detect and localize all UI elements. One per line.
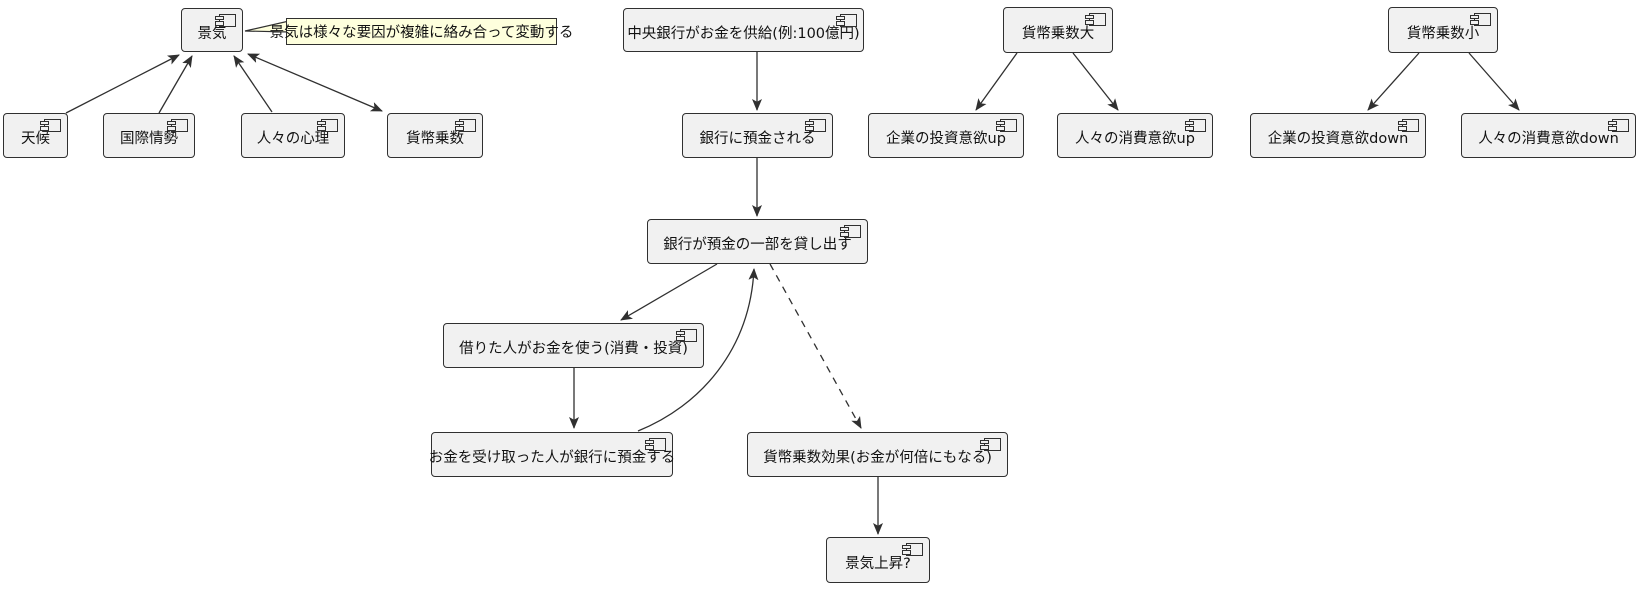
- node-label: 借りた人がお金を使う(消費・投資): [459, 341, 688, 357]
- node-bank-lends-deposits: 銀行が預金の一部を貸し出す: [647, 219, 868, 264]
- node-recipient-deposits: お金を受け取った人が銀行に預金する: [428, 432, 676, 477]
- node-public-sentiment: 人々の心理: [241, 113, 345, 158]
- node-label: 企業の投資意欲down: [1267, 131, 1409, 147]
- edge-international-economy: [158, 55, 193, 114]
- node-corporate-investment-down: 企業の投資意欲down: [1250, 113, 1426, 158]
- component-icon: [215, 14, 236, 27]
- node-corporate-investment-up: 企業の投資意欲up: [868, 113, 1024, 158]
- component-icon: [902, 543, 923, 556]
- component-icon: [1608, 119, 1629, 132]
- edge-banklends-multipliereffect-dashed: [769, 263, 862, 429]
- node-deposited-in-bank: 銀行に預金される: [682, 113, 833, 158]
- edge-multipliersmall-investmentdown: [1367, 52, 1420, 111]
- node-label: 貨幣乗数効果(お金が何倍にもなる): [763, 450, 992, 466]
- component-icon: [455, 119, 476, 132]
- component-icon: [1085, 13, 1106, 26]
- note-text: 景気は様々な要因が複雑に絡み合って変動する: [269, 25, 574, 41]
- node-label: 中央銀行がお金を供給(例:100億円): [627, 25, 860, 42]
- component-icon: [1470, 13, 1491, 26]
- node-weather: 天候: [3, 113, 68, 158]
- note-economy-fluctuation: 景気は様々な要因が複雑に絡み合って変動する: [270, 18, 573, 45]
- component-icon: [167, 119, 188, 132]
- node-consumer-spending-down: 人々の消費意欲down: [1461, 113, 1636, 158]
- node-label: 企業の投資意欲up: [886, 131, 1006, 147]
- component-icon: [996, 119, 1017, 132]
- node-label: 景気: [197, 25, 227, 42]
- node-economy: 景気: [181, 8, 243, 52]
- edge-multipliersmall-consumptiondown: [1468, 52, 1520, 111]
- node-multiplier-effect: 貨幣乗数効果(お金が何倍にもなる): [747, 432, 1008, 477]
- edge-sentiment-economy: [233, 55, 273, 113]
- node-label: 貨幣乗数小: [1406, 25, 1480, 42]
- node-multiplier-small: 貨幣乗数小: [1388, 7, 1498, 53]
- node-money-multiplier: 貨幣乗数: [387, 113, 483, 158]
- node-label: 天候: [21, 131, 50, 147]
- node-label: 銀行が預金の一部を貸し出す: [663, 237, 852, 253]
- node-label: 国際情勢: [120, 131, 178, 147]
- component-icon: [40, 119, 61, 132]
- node-consumer-spending-up: 人々の消費意欲up: [1057, 113, 1213, 158]
- node-multiplier-large: 貨幣乗数大: [1003, 7, 1113, 53]
- node-international-affairs: 国際情勢: [103, 113, 195, 158]
- component-icon: [1185, 119, 1206, 132]
- component-icon: [805, 119, 826, 132]
- component-icon: [1398, 119, 1419, 132]
- edge-multiplierlarge-consumptionup: [1072, 52, 1119, 111]
- node-label: 景気上昇?: [845, 555, 911, 572]
- node-label: 貨幣乗数: [406, 131, 464, 147]
- edge-recipient-banklends-curve: [637, 268, 759, 432]
- node-economic-upturn: 景気上昇?: [826, 537, 930, 583]
- node-label: お金を受け取った人が銀行に預金する: [428, 450, 676, 466]
- node-central-bank-supply: 中央銀行がお金を供給(例:100億円): [623, 8, 864, 52]
- node-label: 人々の消費意欲down: [1478, 131, 1619, 147]
- node-label: 銀行に預金される: [699, 131, 816, 147]
- edge-economy-multiplier-bidirectional: [247, 53, 383, 112]
- edge-banklends-borrower: [620, 263, 718, 321]
- node-label: 貨幣乗数大: [1021, 25, 1095, 42]
- component-icon: [840, 225, 861, 238]
- node-label: 人々の消費意欲up: [1075, 131, 1195, 147]
- node-label: 人々の心理: [256, 131, 330, 147]
- component-icon: [980, 438, 1001, 451]
- edge-weather-economy: [65, 54, 180, 114]
- component-icon: [676, 329, 697, 342]
- edge-multiplierlarge-investmentup: [975, 52, 1018, 111]
- component-icon: [317, 119, 338, 132]
- component-icon: [645, 438, 666, 451]
- node-borrower-spends: 借りた人がお金を使う(消費・投資): [443, 323, 704, 368]
- component-icon: [836, 14, 857, 27]
